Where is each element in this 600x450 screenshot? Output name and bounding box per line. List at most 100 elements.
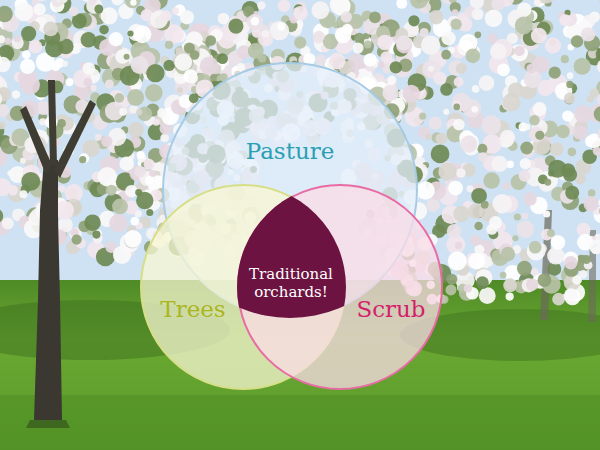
blossom [160,133,169,142]
blossom [429,10,444,25]
blossom [501,247,516,262]
blossom [81,32,97,48]
blossom [251,17,260,26]
blossom [454,77,464,87]
blossom [165,41,173,49]
blossom [579,270,587,278]
blossom [500,130,515,145]
blossom [470,235,481,246]
blossom [464,284,472,292]
blossom [137,151,145,159]
blossom [472,8,484,20]
blossom [526,278,538,290]
blossom [79,153,89,163]
blossom [0,92,2,106]
blossom [99,25,108,34]
blossom [503,182,511,190]
blossom [485,10,503,28]
blossom [128,122,143,137]
intersection-label: Traditional orchards! [241,265,341,301]
blossom [519,170,531,182]
blossom [354,33,365,44]
blossom [460,135,477,152]
blossom [529,115,540,126]
blossom [447,224,461,238]
blossom [172,7,179,14]
blossom [456,63,467,74]
blossom [512,235,518,241]
blossom [130,0,136,6]
blossom [524,124,530,130]
blossom [520,158,531,169]
blossom [566,81,573,88]
blossom [582,255,591,264]
blossom [200,57,219,76]
blossom [127,30,133,36]
blossom [111,0,123,6]
blossom [529,241,542,254]
blossom [483,172,500,189]
blossom [503,278,517,292]
blossom [130,217,139,226]
blossom [315,55,326,66]
blossom [177,87,183,93]
blossom [109,214,127,232]
blossom [135,166,146,177]
blossom [364,41,372,49]
blossom [559,14,571,26]
blossom [593,147,600,155]
blossom [531,28,547,44]
blossom [581,27,595,41]
blossom [460,134,479,153]
blossom [20,59,35,74]
blossom [20,75,40,95]
blossom [341,11,352,22]
blossom [478,152,487,161]
blossom [62,61,68,67]
blossom [262,30,269,37]
blossom [571,35,583,47]
blossom [84,214,100,230]
blossom [29,40,43,54]
branch [54,100,96,178]
trunk-base [26,420,70,428]
blossom [157,108,167,118]
blossom [599,0,600,7]
blossom [438,162,456,180]
blossom [453,104,460,111]
blossom [0,121,6,129]
blossom [441,31,455,45]
set-label: Scrub [356,296,425,324]
blossom [189,94,199,104]
blossom [98,167,117,186]
blossom [588,189,596,197]
blossom [382,85,398,101]
intersection-shape [232,190,350,322]
blossom [109,32,123,46]
blossom [33,0,51,1]
intersection-fill [162,62,418,318]
blossom [426,134,432,140]
blossom [490,43,506,59]
blossom [380,51,392,63]
blossom [567,72,574,79]
blossom [390,61,402,73]
blossom [491,156,507,172]
blossom [514,213,521,220]
blossom [82,62,95,75]
blossom [86,0,102,14]
grass-shade [0,395,600,450]
blossom [491,0,504,11]
blossom [278,0,290,12]
blossom [112,199,128,215]
blossom [481,115,501,135]
blossom [146,209,153,216]
blossom [547,247,564,264]
blossom [467,141,476,150]
blossom [0,35,5,43]
branch [20,106,52,175]
blossom [72,235,82,245]
blossom [522,213,529,220]
blossom [450,19,461,30]
blossom [113,246,131,264]
